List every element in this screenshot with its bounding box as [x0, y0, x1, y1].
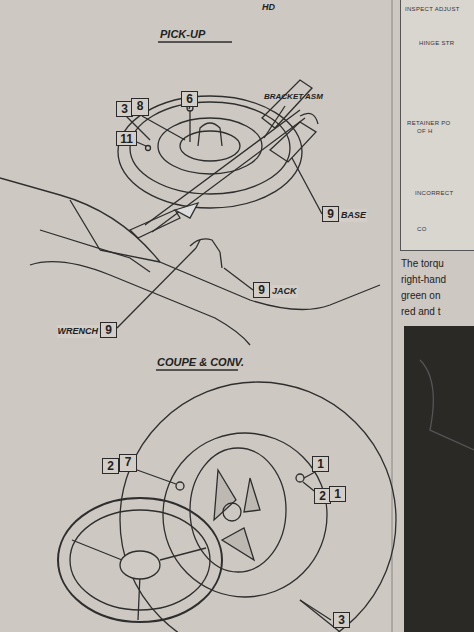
part-label: HD	[262, 2, 275, 12]
leader-line	[304, 472, 315, 478]
leader-line	[224, 268, 253, 290]
jack-handle	[130, 210, 180, 238]
callout-box: 7	[119, 454, 137, 472]
leader-line	[292, 158, 322, 214]
bracket-asm	[262, 80, 312, 128]
heading-underline	[158, 41, 232, 42]
spare-tire	[120, 382, 396, 632]
part-name: BASE	[340, 209, 367, 222]
part-name: JACK	[271, 285, 298, 298]
steering-wheel	[58, 498, 222, 622]
photo-block	[404, 326, 474, 632]
panel-text: INCORRECT	[415, 190, 453, 196]
callout-number: 7	[120, 455, 136, 469]
photo-detail	[420, 360, 474, 450]
jack-base	[270, 122, 316, 162]
callout-box: 9JACK	[253, 282, 270, 298]
callout-number: 9	[323, 207, 338, 221]
tire-bead	[130, 102, 290, 194]
leader-line	[196, 240, 200, 248]
column-divider	[391, 0, 392, 632]
floor-line	[40, 230, 150, 272]
wheel-center	[120, 551, 160, 579]
callout-number: 9	[254, 283, 269, 297]
wheel-spokes	[72, 540, 206, 620]
callout-number: 3	[334, 613, 349, 627]
part-name: WRENCH	[57, 325, 100, 338]
callout-number: 1	[313, 457, 328, 471]
jack-foot	[175, 203, 198, 218]
callout-box: 8	[131, 98, 149, 116]
hold-down-cone	[198, 123, 222, 146]
spare-tire	[118, 96, 302, 208]
callout-box: 2	[102, 458, 119, 474]
part-label: BRACKET ASM	[264, 92, 323, 101]
callout-number: 6	[182, 92, 197, 106]
callout-number: 11	[117, 132, 136, 146]
leader-line	[264, 106, 285, 138]
steering-wheel-inner	[70, 510, 210, 610]
inset-panel: INSPECT ADJUST HINGE STR RETAINER PO OF H IN…	[400, 0, 474, 251]
callout-box: 1	[312, 456, 329, 472]
panel-text: HINGE STR	[419, 40, 454, 46]
jack-bar	[145, 110, 305, 232]
callout-box: WRENCH9	[100, 322, 117, 338]
wing-nut	[296, 474, 304, 482]
panel-text: INSPECT ADJUST	[405, 6, 460, 12]
wheel-hub	[180, 131, 240, 161]
panel-text: RETAINER PO	[407, 120, 451, 126]
bracket-hook	[300, 113, 318, 124]
callout-box: 9BASE	[322, 206, 339, 222]
hub	[223, 503, 241, 521]
nut	[176, 482, 184, 490]
section-heading: PICK-UP	[160, 28, 205, 40]
callout-box: 11	[116, 131, 137, 146]
callout-number: 9	[101, 323, 116, 337]
wheel-rim	[158, 118, 262, 174]
bed-floor	[0, 178, 380, 309]
callout-number: 1	[330, 487, 345, 501]
body-text: green on	[401, 290, 440, 301]
callout-box: 3	[333, 612, 350, 628]
callout-number: 8	[132, 99, 148, 113]
body-text: right-hand	[401, 274, 446, 285]
callout-number: 2	[315, 489, 330, 503]
leader-line	[300, 600, 331, 620]
jack-post	[220, 252, 222, 268]
heading-underline	[156, 369, 238, 370]
section-heading: COUPE & CONV.	[157, 356, 244, 368]
hold-down-bolt	[189, 110, 190, 142]
leader-line	[142, 116, 185, 140]
callout-box: 6	[181, 91, 198, 107]
body-text: The torqu	[401, 258, 444, 269]
wheel-disc	[190, 448, 286, 572]
wheel-rim	[163, 433, 327, 597]
nut	[146, 146, 151, 151]
callout-box: 1	[329, 486, 346, 502]
panel-text: OF H	[417, 128, 433, 134]
leader-line	[117, 248, 196, 328]
callout-number: 3	[117, 102, 132, 116]
panel-text: CO	[417, 226, 427, 232]
callout-number: 2	[103, 459, 118, 473]
body-text: red and t	[401, 306, 440, 317]
body-edge	[30, 262, 250, 345]
